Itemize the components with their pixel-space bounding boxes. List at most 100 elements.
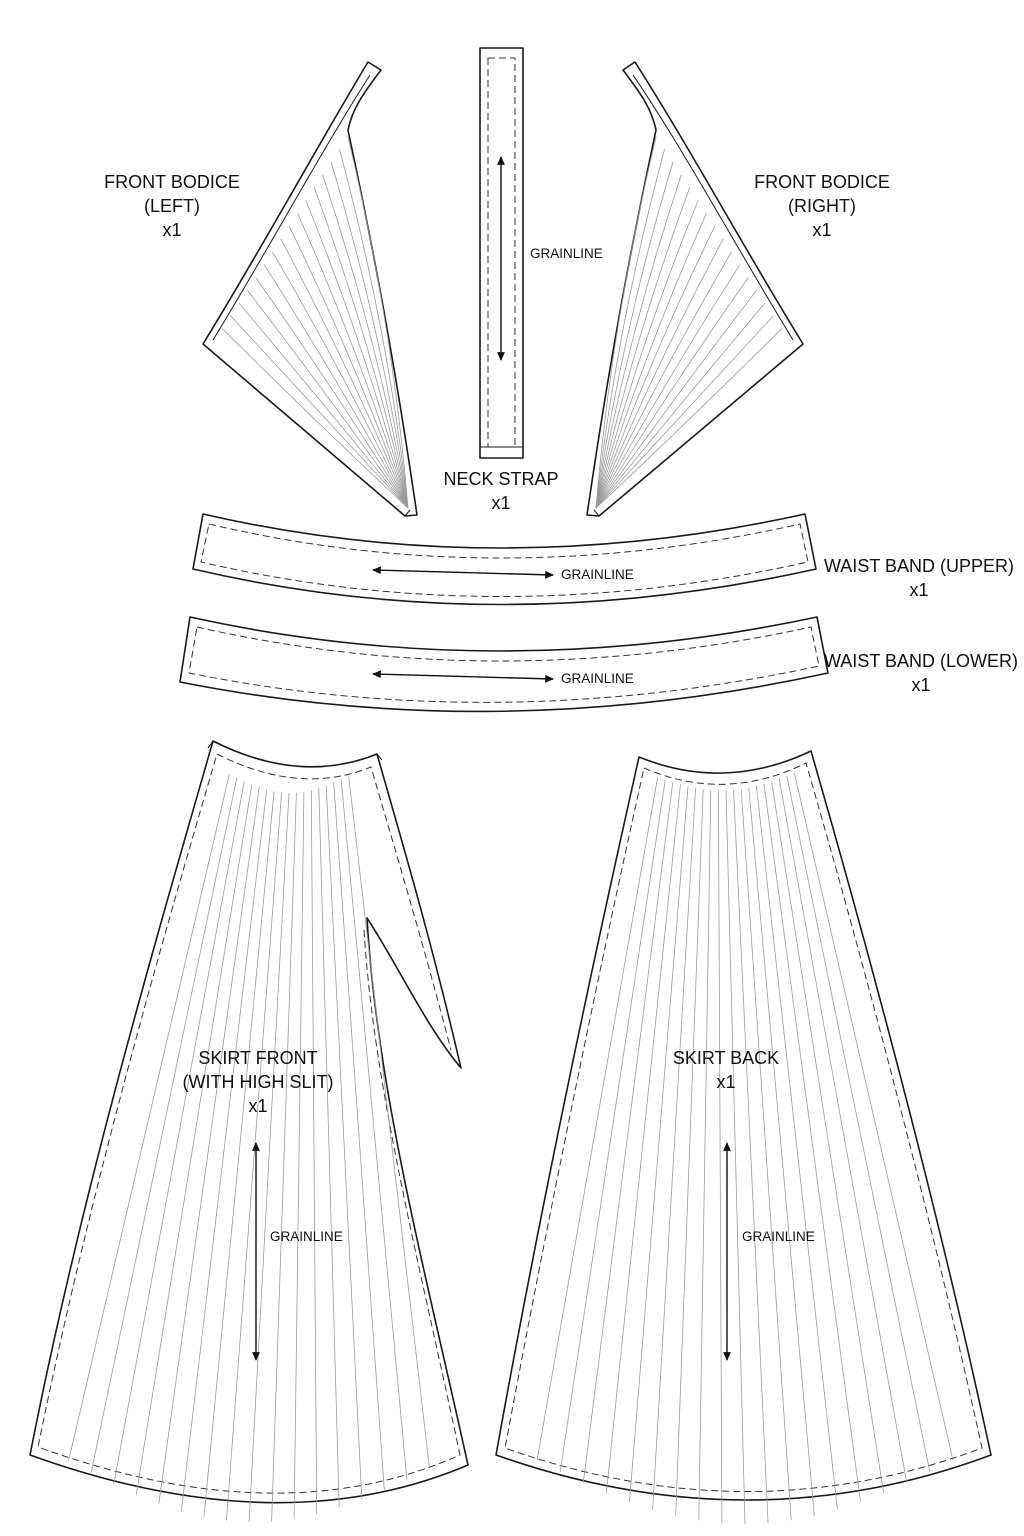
pleat-line (652, 788, 696, 1510)
pleat-line (595, 251, 732, 509)
front-bodice-left-side: (LEFT) (144, 196, 200, 216)
pleat-line (348, 775, 430, 1468)
pleat-line (280, 238, 409, 509)
pleat-line (90, 777, 238, 1473)
pleat-line (293, 791, 305, 1519)
pleat-line (786, 776, 931, 1472)
pleat-line (313, 187, 409, 509)
pleat-line (595, 238, 724, 509)
waist-band-lower-quantity: x1 (911, 675, 930, 695)
waist-band-upper-grainline-arrow (372, 566, 554, 579)
pleat-line (305, 200, 409, 509)
pleat-line (595, 136, 657, 509)
pleat-line (595, 149, 665, 509)
waist-band-lower-piece (179, 616, 829, 713)
skirt-back-quantity: x1 (716, 1072, 735, 1092)
pleat-line (771, 781, 884, 1493)
neck-strap-piece (479, 47, 524, 459)
pleat-line (230, 315, 409, 509)
pleat-line (606, 784, 681, 1493)
waist-band-lower-grainline-arrow (372, 670, 554, 683)
pleat-line (595, 213, 707, 509)
pleat-line (318, 788, 340, 1508)
pleat-line (725, 790, 746, 1525)
waist-band-upper-quantity: x1 (909, 580, 928, 600)
pleat-line (113, 781, 245, 1485)
pleat-line (180, 789, 268, 1512)
skirt-back-piece (495, 750, 992, 1525)
skirt-front-quantity: x1 (248, 1096, 267, 1116)
front-bodice-left-pleats (221, 136, 409, 509)
pleat-line (238, 302, 409, 509)
waist-band-upper-grainline-label: GRAINLINE (561, 567, 634, 582)
waist-band-upper-piece (192, 513, 817, 606)
pleat-line (595, 161, 674, 509)
pleat-line (339, 149, 409, 509)
pleat-line (347, 136, 409, 509)
pleat-line (340, 779, 408, 1480)
pleat-line (778, 778, 908, 1483)
skirt-back-title: SKIRT BACK (673, 1048, 779, 1068)
pleat-line (595, 225, 716, 509)
pleat-line (763, 783, 861, 1502)
skirt-front-pleats (68, 773, 430, 1523)
pleat-line (333, 782, 385, 1490)
neck-strap-quantity: x1 (491, 493, 510, 513)
front-bodice-right-title: FRONT BODICE (754, 172, 890, 192)
skirt-front-piece (29, 740, 469, 1523)
pleat-line (733, 789, 769, 1524)
pleat-line (271, 792, 297, 1522)
pleat-line (629, 786, 689, 1502)
pleat-line (322, 174, 409, 509)
pleat-line (158, 787, 260, 1504)
neck-strap-title: NECK STRAP (443, 469, 558, 489)
waist-band-lower-grainline-label: GRAINLINE (561, 671, 634, 686)
front-bodice-right-side: (RIGHT) (788, 196, 856, 216)
pleat-line (595, 289, 758, 509)
pleat-line (203, 791, 275, 1517)
pleat-line (794, 773, 954, 1460)
front-bodice-left-quantity: x1 (162, 220, 181, 240)
skirt-front-title: SKIRT FRONT (198, 1048, 317, 1068)
pleat-line (595, 264, 741, 509)
pleat-line (248, 792, 290, 1523)
pleat-line (718, 790, 723, 1524)
waist-band-lower-title: WAIST BAND (LOWER) (824, 651, 1018, 671)
pleat-line (675, 789, 704, 1516)
pleat-line (325, 785, 363, 1500)
pleat-line (221, 328, 409, 509)
front-bodice-left-piece (202, 61, 418, 517)
pleat-line (595, 187, 691, 509)
front-bodice-right-pleats (595, 136, 783, 509)
pleat-line (310, 790, 318, 1515)
neck-strap-grainline-label: GRAINLINE (530, 246, 603, 261)
skirt-front-note: (WITH HIGH SLIT) (183, 1072, 334, 1092)
pleat-line (297, 213, 409, 509)
skirt-front-grainline-label: GRAINLINE (270, 1229, 343, 1244)
pleat-line (595, 277, 749, 509)
front-bodice-right-quantity: x1 (812, 220, 831, 240)
pleat-line (255, 277, 409, 509)
pleat-line (559, 780, 666, 1472)
skirt-back-pleats (536, 773, 954, 1525)
pleat-line (756, 786, 838, 1510)
pleat-line (582, 782, 674, 1483)
pleat-line (595, 200, 699, 509)
pleat-line (536, 777, 658, 1460)
pleat-line (698, 790, 712, 1521)
pleat-line (595, 315, 774, 509)
pleat-line (135, 784, 253, 1495)
pleat-line (595, 174, 682, 509)
pleat-line (263, 264, 409, 509)
pleat-line (68, 773, 230, 1461)
pleat-line (246, 289, 409, 509)
pleat-line (288, 225, 409, 509)
skirt-back-grainline-label: GRAINLINE (742, 1229, 815, 1244)
front-bodice-right-piece (586, 61, 804, 517)
pleat-line (330, 161, 409, 509)
pleat-line (748, 787, 815, 1516)
pleat-line (595, 328, 783, 509)
waist-band-upper-title: WAIST BAND (UPPER) (824, 556, 1014, 576)
pleat-line (272, 251, 409, 509)
